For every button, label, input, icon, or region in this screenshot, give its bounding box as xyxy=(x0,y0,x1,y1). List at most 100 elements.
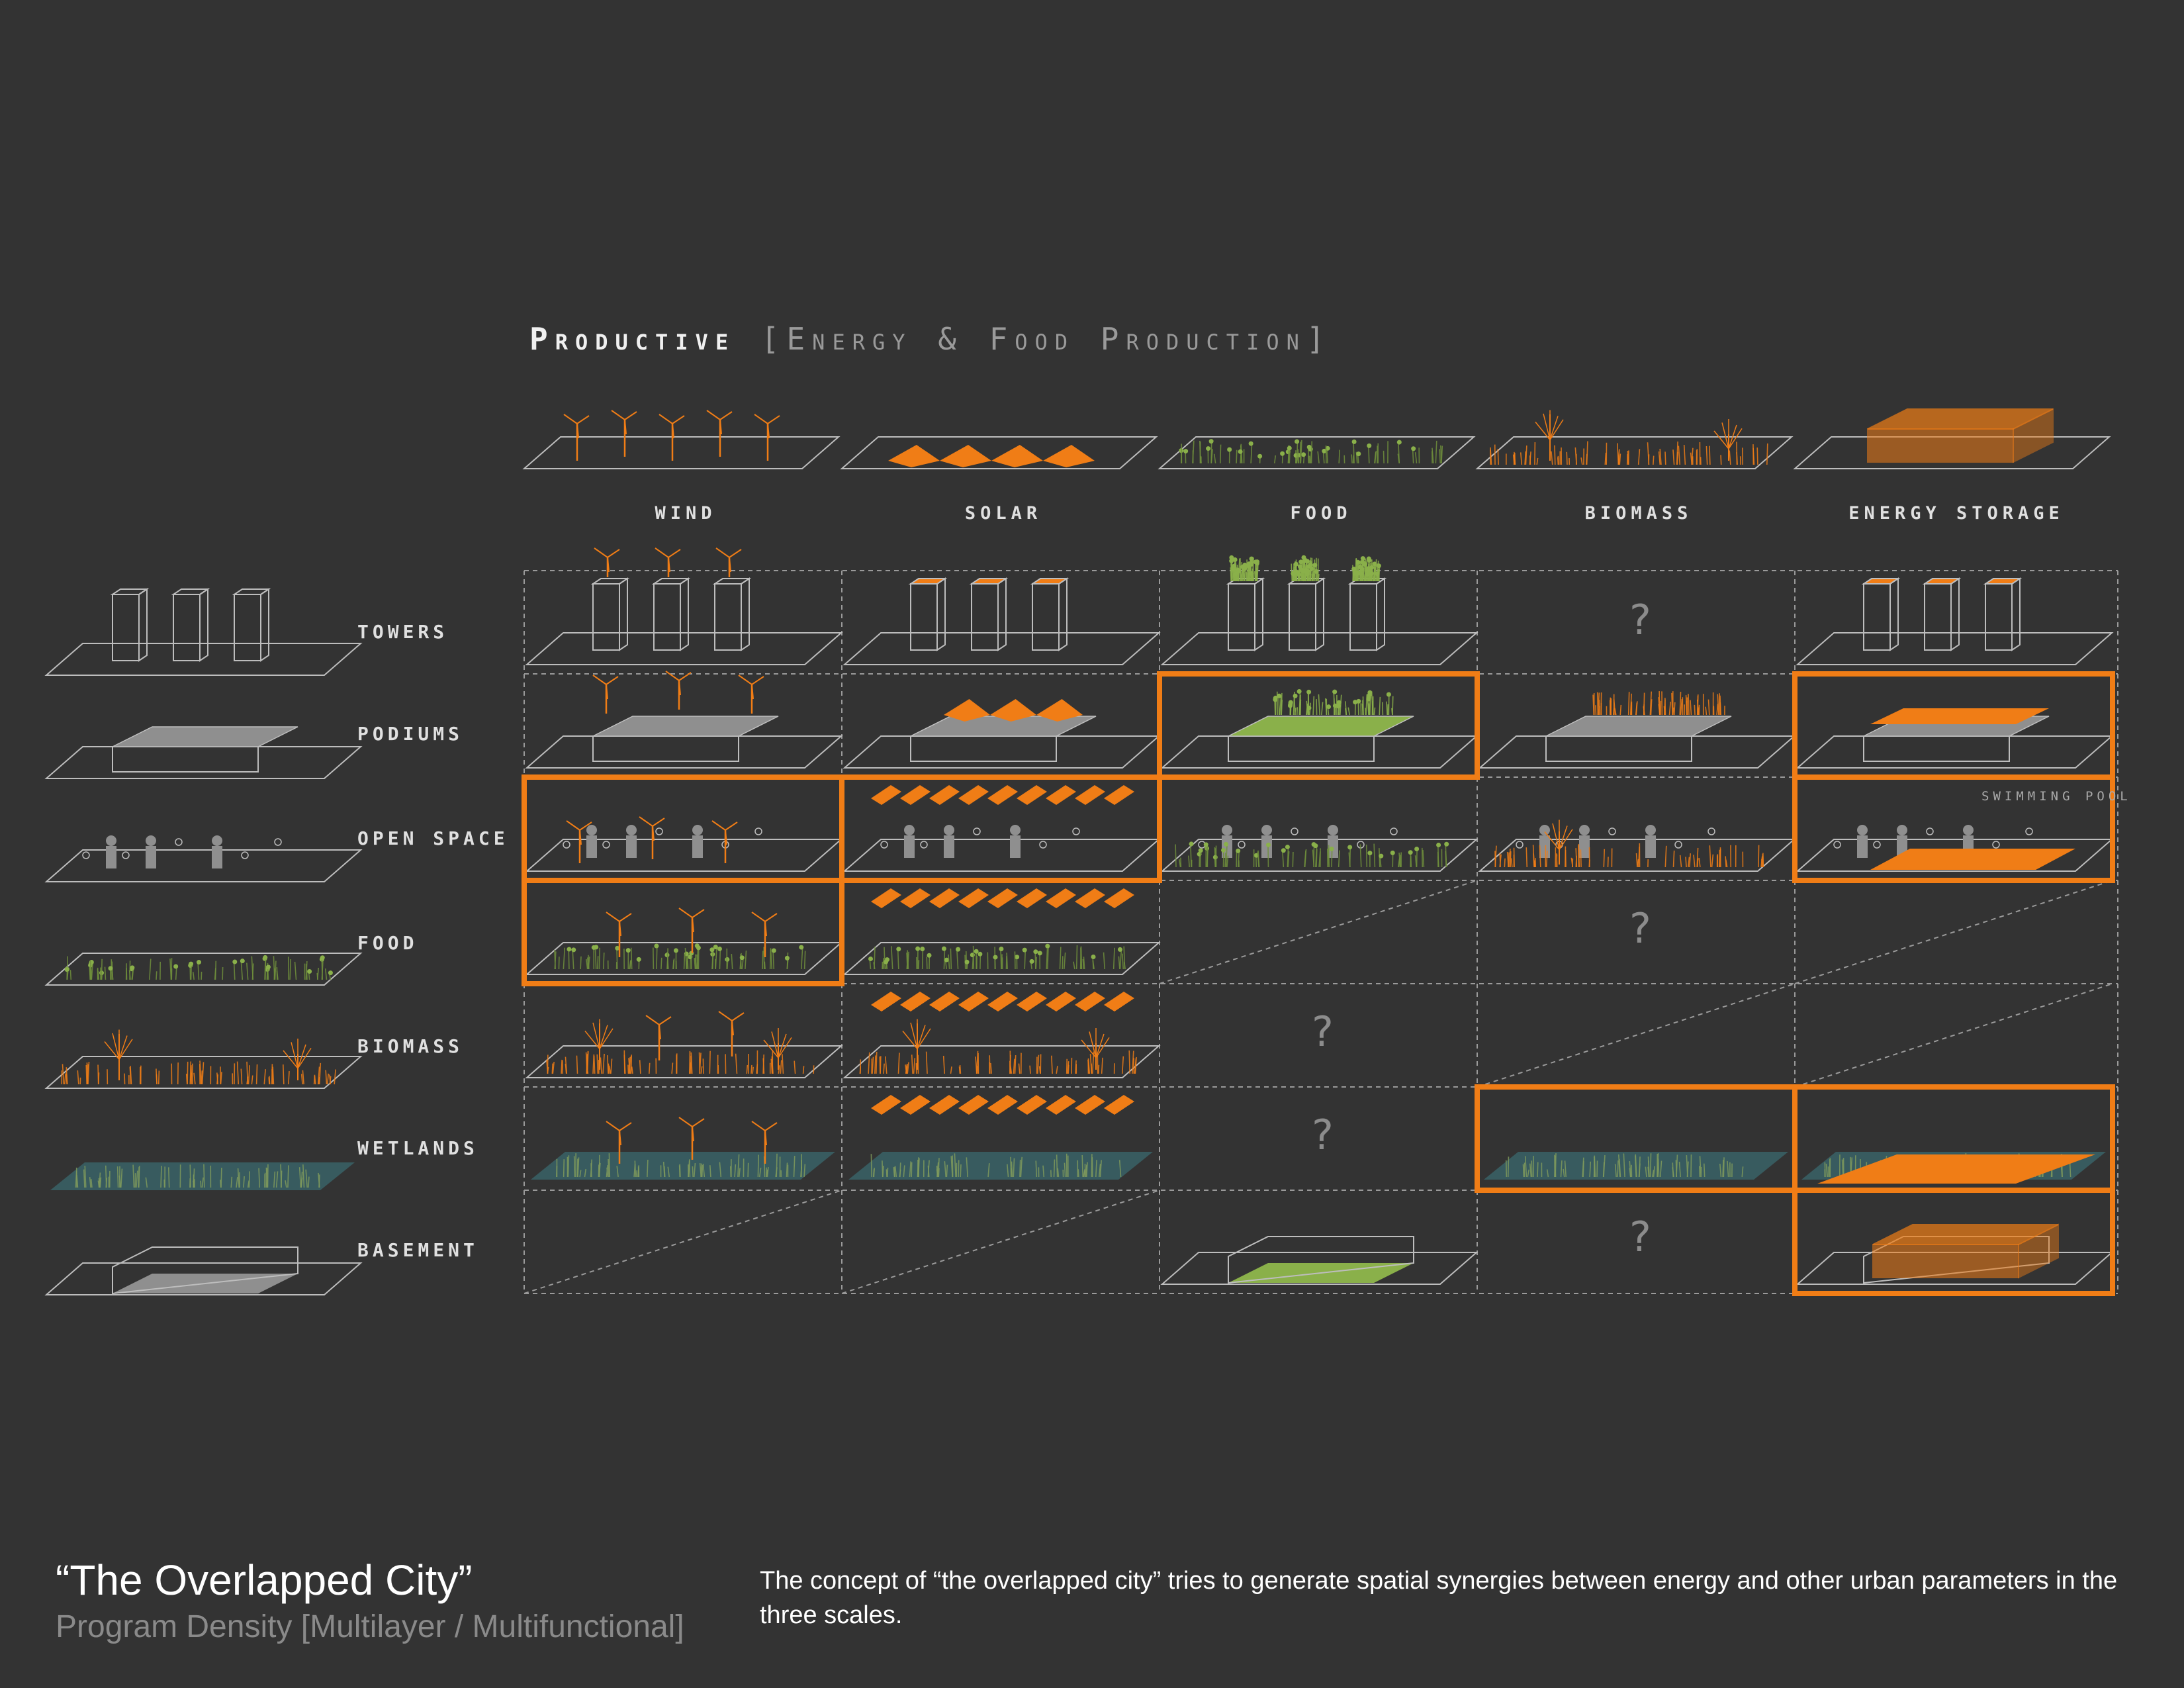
grass-blade xyxy=(772,950,775,970)
plant-dot xyxy=(1322,448,1327,453)
plant-dot xyxy=(1281,848,1286,853)
wind-turbine-blade xyxy=(715,547,730,558)
grass-blade xyxy=(199,1060,202,1085)
podium-top xyxy=(1228,716,1414,737)
grass-blade xyxy=(1374,451,1377,464)
grass-blade xyxy=(1118,1160,1122,1178)
ball-icon xyxy=(241,851,249,859)
person-head xyxy=(1963,825,1974,835)
ground-plane xyxy=(1796,632,2114,665)
tree-branch xyxy=(763,1039,779,1058)
grass-blade xyxy=(1582,1161,1584,1178)
plant-dot xyxy=(1297,564,1302,569)
tree-branch xyxy=(1089,1031,1097,1058)
grass-blade xyxy=(1514,451,1516,465)
matrix-cell xyxy=(1484,1152,1788,1180)
grass-blade xyxy=(1435,440,1437,464)
storage-layer xyxy=(1817,1154,2095,1184)
wind-turbine-blade xyxy=(719,411,733,420)
grass-blade xyxy=(897,1053,900,1074)
tower-side xyxy=(619,577,628,651)
plant-dot xyxy=(173,964,179,969)
grass-blade xyxy=(1287,851,1290,868)
grass-blade xyxy=(305,1169,308,1188)
grass-blade xyxy=(631,1066,633,1074)
plant-dot xyxy=(625,948,631,953)
grass-blade xyxy=(770,1058,773,1074)
grass-blade xyxy=(1348,852,1351,868)
person-head xyxy=(212,835,222,846)
person-figure xyxy=(1010,835,1021,858)
grass-blade xyxy=(1085,1164,1087,1178)
grass-blade xyxy=(1056,1154,1058,1178)
grass-blade xyxy=(220,1168,222,1188)
grass-blade xyxy=(635,1170,638,1178)
grass-blade xyxy=(1619,453,1621,465)
grass-blade xyxy=(598,1154,600,1178)
grass-blade xyxy=(1683,445,1686,465)
row-label-biomass: BIOMASS xyxy=(357,1035,464,1057)
grass-blade xyxy=(579,1170,582,1178)
wind-turbine-blade xyxy=(579,829,582,845)
tree-branch xyxy=(1728,428,1743,449)
tower-top xyxy=(171,588,210,595)
heading-main: Productive xyxy=(529,321,736,357)
grass-blade xyxy=(1013,1158,1015,1178)
tower-front xyxy=(1289,583,1316,651)
plant-dot xyxy=(1224,841,1229,847)
grass-blade xyxy=(289,959,292,980)
plant-dot xyxy=(1246,563,1251,569)
grass-blade xyxy=(1756,447,1758,465)
grass-blade xyxy=(324,968,328,980)
person-head xyxy=(1539,825,1550,835)
person-head xyxy=(1645,825,1656,835)
grass-blade xyxy=(1344,708,1347,716)
person-figure xyxy=(146,846,156,868)
grass-blade xyxy=(1273,455,1277,464)
plant-dot xyxy=(1298,559,1304,565)
grass-blade xyxy=(273,968,275,980)
grass-blade xyxy=(563,947,566,970)
solar-panel xyxy=(929,1095,960,1115)
grass-blade xyxy=(1432,447,1434,464)
grass-blade xyxy=(1236,449,1238,464)
grass-blade xyxy=(1095,1160,1097,1178)
grass-blade xyxy=(201,1062,205,1085)
podium-front xyxy=(1545,735,1692,762)
plant-dot xyxy=(974,949,979,954)
grass-blade xyxy=(1639,1156,1641,1178)
grass-blade xyxy=(1672,850,1675,868)
grass-blade xyxy=(766,1167,769,1178)
grass-blade xyxy=(1365,571,1367,582)
grass-blade xyxy=(959,1064,962,1074)
grass-blade xyxy=(1013,1058,1015,1074)
plant-dot xyxy=(1236,848,1241,853)
grass-blade xyxy=(684,947,688,970)
podium-front xyxy=(1863,735,2010,762)
plant-dot xyxy=(130,965,135,970)
grass-blade xyxy=(1565,849,1567,868)
wind-turbine-blade xyxy=(594,547,608,558)
grass-blade xyxy=(1659,1160,1662,1178)
wind-turbine-blade xyxy=(692,917,694,933)
grass-blade xyxy=(1373,843,1376,868)
plant-dot xyxy=(1336,700,1342,705)
ball-icon xyxy=(1873,841,1881,849)
matrix-cell xyxy=(1794,983,2113,1088)
plant-dot xyxy=(1301,569,1306,574)
tower-side xyxy=(1254,577,1263,651)
grass-blade xyxy=(1282,850,1285,868)
podium-front xyxy=(910,735,1057,762)
empty-diagonal xyxy=(1794,983,2113,1088)
grass-blade xyxy=(1703,1163,1706,1178)
grass-blade xyxy=(1011,1161,1013,1178)
col-label-energy-storage: ENERGY STORAGE xyxy=(1848,503,2064,524)
person-head xyxy=(1328,825,1338,835)
grass-blade xyxy=(87,1062,90,1085)
plant-dot xyxy=(594,945,599,950)
grass-blade xyxy=(552,1061,555,1074)
plant-dot xyxy=(1285,844,1290,849)
grass-blade xyxy=(294,961,297,980)
tower-front xyxy=(234,594,261,661)
plant-dot xyxy=(1306,689,1312,694)
